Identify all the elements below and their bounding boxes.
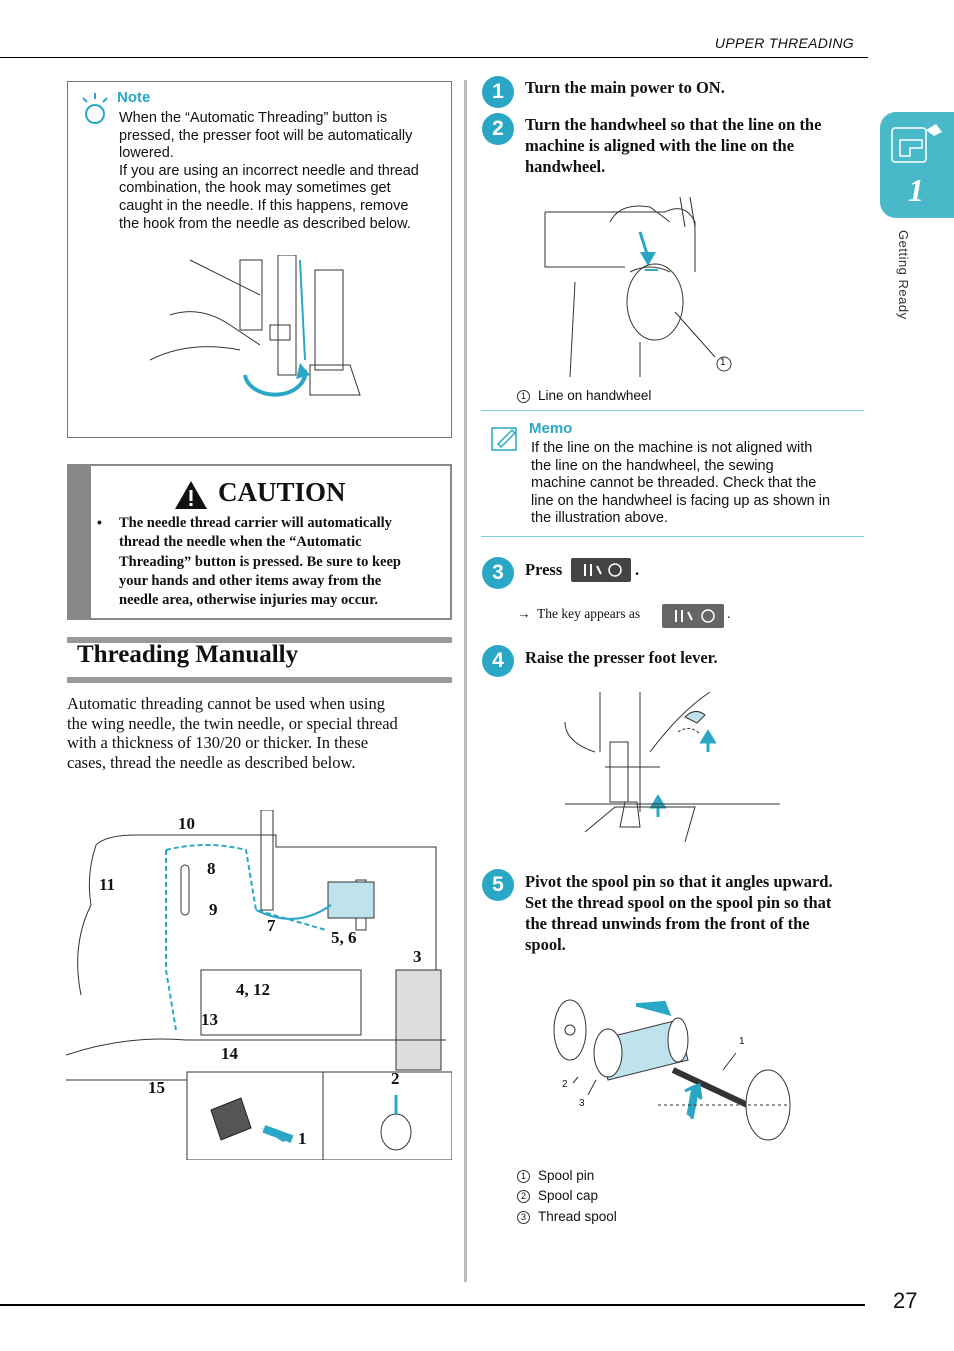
header-rule	[0, 57, 868, 58]
spool-callout-1: 1	[739, 1036, 745, 1047]
threading-diagram	[66, 810, 452, 1160]
diagram-label-3: 3	[413, 947, 422, 966]
diagram-label-1: 1	[298, 1129, 307, 1148]
handwheel-illustration	[544, 196, 732, 378]
section-rule-top	[67, 637, 452, 643]
footer-rule	[0, 1304, 865, 1306]
step-2-text: Turn the handwheel so that the line on t…	[525, 115, 822, 176]
diagram-label-13: 13	[201, 1010, 218, 1029]
warning-triangle-icon	[175, 481, 207, 509]
step-4-text: Raise the presser foot lever.	[525, 648, 718, 667]
diagram-label-10: 10	[178, 814, 195, 833]
diagram-label-15: 15	[148, 1078, 165, 1097]
key-appears-caption: → The key appears as	[517, 606, 641, 621]
spool-callout-2: 2	[562, 1079, 568, 1090]
caution-title: CAUTION	[218, 477, 346, 507]
sewing-machine-icon	[891, 124, 942, 163]
presser-foot-lever-illustration	[564, 692, 780, 842]
section-paragraph: Automatic threading cannot be used when …	[67, 694, 398, 772]
chapter-tab	[880, 112, 954, 218]
auto-threading-key-icon	[571, 558, 631, 582]
running-header: UPPER THREADING	[714, 35, 854, 51]
diagram-label-7: 7	[267, 916, 276, 935]
handwheel-callout-1: 1	[720, 357, 726, 368]
needle-hook-illustration	[150, 255, 361, 397]
caution-box	[67, 464, 452, 620]
note-text: When the “Automatic Threading” button is…	[119, 110, 419, 232]
step-1-text: Turn the main power to ON.	[525, 78, 725, 97]
step-1-number: 1	[482, 76, 514, 108]
diagram-label-5-6: 5, 6	[331, 928, 357, 947]
caution-text: The needle thread carrier will automatic…	[119, 515, 401, 609]
step-5-text: Pivot the spool pin so that it angles up…	[525, 872, 833, 954]
column-divider	[464, 80, 467, 1282]
memo-rule-top	[481, 410, 864, 411]
step-5-number: 5	[482, 869, 514, 901]
section-title: Threading Manually	[77, 641, 299, 668]
note-title: Note	[117, 89, 151, 106]
step-3-number: 3	[482, 557, 514, 589]
diagram-label-8: 8	[207, 859, 216, 878]
spool-pin-illustration	[553, 999, 791, 1141]
note-box	[67, 81, 452, 438]
chapter-label: Getting Ready	[896, 230, 911, 320]
chapter-number: 1	[908, 172, 924, 208]
diagram-label-4-12: 4, 12	[236, 980, 270, 999]
diagram-label-11: 11	[99, 875, 116, 894]
step-3-period: .	[635, 560, 640, 579]
spool-callout-3: 3	[579, 1098, 585, 1109]
pencil-memo-icon	[491, 427, 517, 451]
lightbulb-icon	[82, 93, 108, 124]
section-rule-bottom	[67, 677, 452, 683]
step-2-number: 2	[482, 113, 514, 145]
memo-rule-bottom	[481, 536, 864, 537]
page-number: 27	[893, 1288, 918, 1313]
step-4-number: 4	[482, 645, 514, 677]
diagram-label-9: 9	[209, 900, 218, 919]
diagram-label-2: 2	[391, 1069, 400, 1088]
memo-text: If the line on the machine is not aligne…	[531, 440, 831, 527]
step-3-text: Press	[525, 560, 563, 579]
auto-threading-key-active-icon	[662, 604, 724, 628]
memo-title: Memo	[529, 420, 573, 437]
caution-bullet: •	[97, 514, 102, 530]
diagram-label-14: 14	[221, 1044, 238, 1063]
key-appears-period: .	[727, 606, 731, 621]
caution-side-bar	[67, 464, 91, 620]
